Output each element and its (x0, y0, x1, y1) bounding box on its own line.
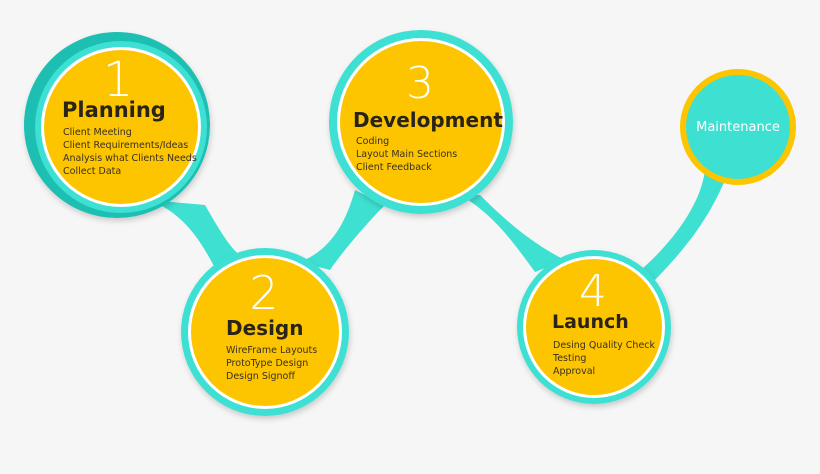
step-item: Testing (553, 353, 587, 364)
circle-planning (24, 32, 210, 218)
connector-1-2 (150, 200, 250, 268)
step-number: 3 (406, 58, 434, 109)
step-item: Design Signoff (226, 371, 295, 382)
step-item: Analysis what Clients Needs (63, 153, 197, 164)
step-items: WireFrame Layouts ProtoType Design Desig… (226, 344, 317, 383)
step-item: Approval (553, 366, 596, 377)
step-title: Launch (552, 311, 629, 333)
connector-2-3 (300, 190, 385, 270)
connectors (150, 170, 725, 285)
connector-4-5 (635, 170, 725, 285)
step-title: Development (353, 108, 503, 132)
step-items: Desing Quality Check Testing Approval (553, 339, 655, 378)
maintenance-label: Maintenance (696, 120, 780, 135)
step-number: 2 (249, 266, 279, 320)
step-item: WireFrame Layouts (226, 345, 318, 356)
circle-maintenance (680, 69, 796, 185)
step-title: Design (226, 316, 304, 340)
step-number: 1 (102, 52, 134, 108)
step-item: ProtoType Design (226, 358, 309, 369)
step-item: Layout Main Sections (356, 149, 458, 160)
circle-launch (517, 250, 671, 404)
step-item: Desing Quality Check (553, 340, 656, 351)
step-item: Coding (356, 136, 390, 147)
step-title: Planning (62, 98, 166, 122)
step-number: 4 (579, 266, 607, 317)
step-item: Client Feedback (356, 162, 432, 173)
circle-development (329, 30, 513, 214)
step-item: Collect Data (63, 166, 122, 177)
step-item: Client Requirements/Ideas (63, 140, 189, 151)
connector-3-4 (460, 195, 565, 272)
step-item: Client Meeting (63, 127, 132, 138)
step-items: Client Meeting Client Requirements/Ideas… (63, 126, 197, 178)
circle-design (181, 248, 349, 416)
step-items: Coding Layout Main Sections Client Feedb… (356, 135, 457, 174)
